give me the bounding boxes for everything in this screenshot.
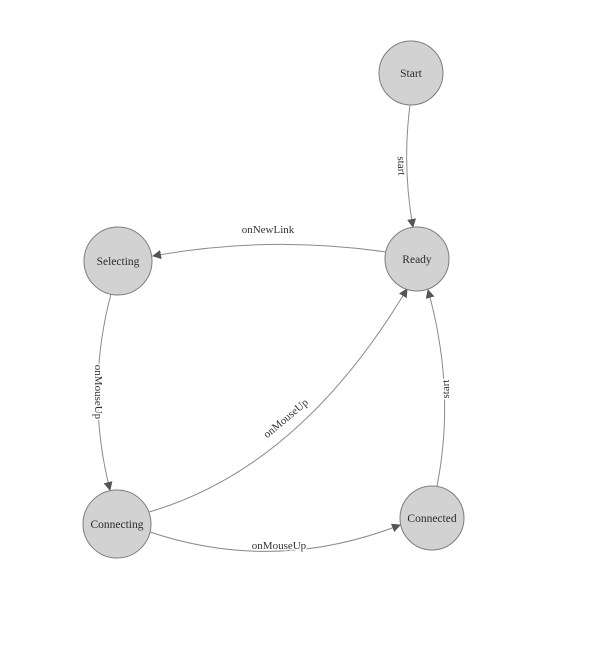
- edge-selecting-to-connecting: [97, 293, 113, 491]
- edge-ready-to-selecting: [152, 243, 387, 259]
- edge-label-connected-to-ready: start: [440, 380, 452, 399]
- edge-label-selecting-to-connecting: onMouseUp: [92, 365, 104, 420]
- state-label-connected: Connected: [407, 513, 456, 525]
- state-label-ready: Ready: [402, 254, 432, 266]
- edge-connected-to-ready: [425, 289, 446, 487]
- state-node-start[interactable]: Start: [378, 40, 444, 106]
- state-label-connecting: Connecting: [90, 519, 143, 531]
- state-node-ready[interactable]: Ready: [384, 226, 450, 292]
- edge-label-ready-to-selecting: onNewLink: [242, 224, 295, 236]
- edge-label-connecting-to-ready: onMouseUp: [261, 396, 311, 440]
- edge-label-connecting-to-connected: onMouseUp: [252, 540, 307, 552]
- state-circle-connected: [399, 485, 465, 551]
- edges-layer: start onNewLink onMouseUp onMouseUp onMouseU…: [91, 104, 454, 554]
- state-circle-start: [378, 40, 444, 106]
- state-circle-selecting: [83, 226, 153, 296]
- edge-connecting-to-connected: [149, 523, 401, 552]
- state-node-connected[interactable]: Connected: [399, 485, 465, 551]
- edge-label-start-to-ready: start: [395, 156, 408, 175]
- state-label-selecting: Selecting: [97, 256, 140, 268]
- edge-start-to-ready: [406, 104, 417, 228]
- state-label-start: Start: [400, 68, 423, 80]
- edge-connecting-to-ready: [148, 288, 408, 513]
- state-node-connecting[interactable]: Connecting: [82, 489, 152, 559]
- state-node-selecting[interactable]: Selecting: [83, 226, 153, 296]
- state-circle-connecting: [82, 489, 152, 559]
- state-circle-ready: [384, 226, 450, 292]
